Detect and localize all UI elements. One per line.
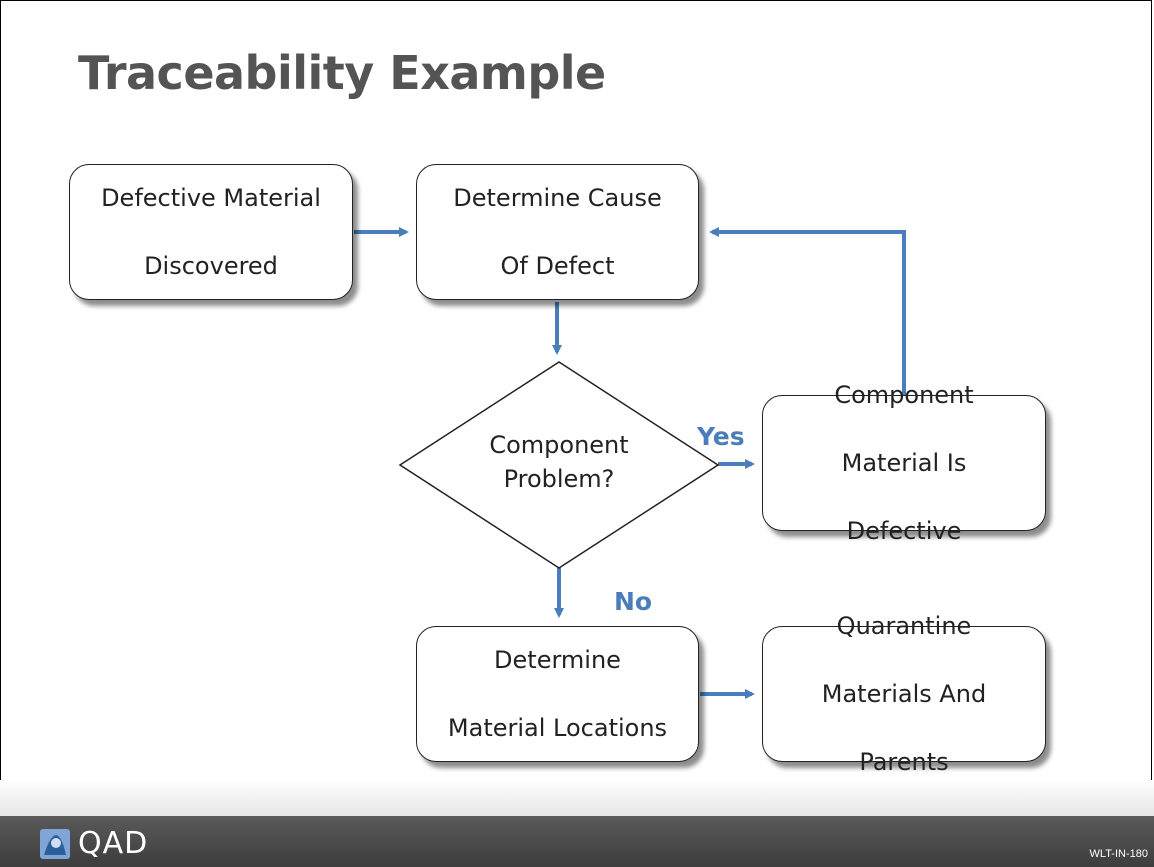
node-locations-line-2: Material Locations <box>447 714 668 742</box>
decision-label: Component Problem? <box>398 428 720 496</box>
node-quarantine-line-1: Quarantine <box>836 612 972 640</box>
decision-diamond <box>398 361 720 569</box>
node-component-line-3: Defective <box>846 517 962 545</box>
node-quarantine-line-3: Parents <box>859 748 949 776</box>
arrow-component-loop-back <box>709 227 906 395</box>
footer-bar <box>0 816 1154 867</box>
footer-fade <box>0 780 1154 816</box>
node-component-line-2: Material Is <box>841 449 967 477</box>
node-defective-line-1: Defective Material <box>101 184 321 212</box>
node-cause-line-2: Of Defect <box>500 252 615 280</box>
qad-logo-icon <box>40 828 70 859</box>
decision-line-1: Component <box>489 431 629 459</box>
no-label: No <box>614 587 653 616</box>
node-cause-line-1: Determine Cause <box>453 184 662 212</box>
qad-logo-text: QAD <box>78 826 149 861</box>
node-component-line-1: Component <box>834 381 974 409</box>
node-quarantine-line-2: Materials And <box>821 680 987 708</box>
node-component-defective: Component Material Is Defective <box>762 381 1046 545</box>
node-defective-line-2: Discovered <box>144 252 278 280</box>
node-determine-cause: Determine Cause Of Defect <box>416 164 699 300</box>
yes-label: Yes <box>697 422 745 451</box>
node-defective-material: Defective Material Discovered <box>69 164 353 300</box>
slide-code: WLT-IN-180 <box>1089 848 1148 860</box>
slide-title: Traceability Example <box>78 46 606 100</box>
node-determine-locations: Determine Material Locations <box>416 626 699 762</box>
decision-line-2: Problem? <box>503 465 615 493</box>
node-quarantine: Quarantine Materials And Parents <box>762 612 1046 776</box>
qad-logo: QAD <box>40 826 148 861</box>
node-locations-line-1: Determine <box>494 646 621 674</box>
